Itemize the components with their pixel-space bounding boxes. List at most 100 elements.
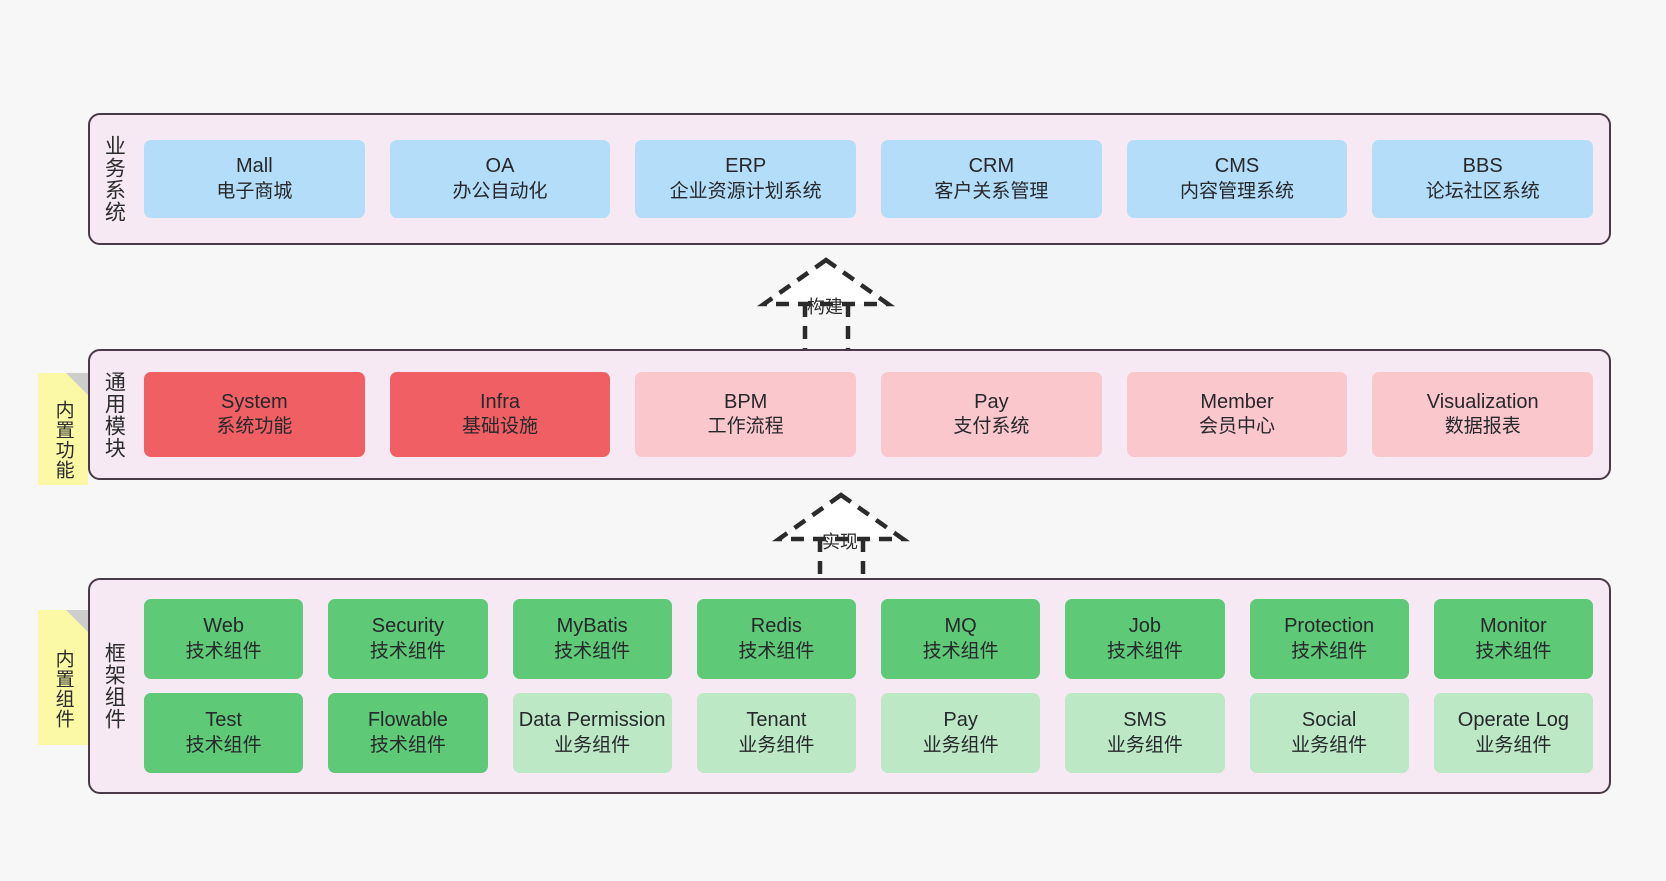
box-title-en: OA	[485, 155, 515, 178]
box-title-en: SMS	[1123, 709, 1167, 732]
box-title-cn: 支付系统	[953, 416, 1030, 438]
box-title-cn: 技术组件	[185, 640, 262, 662]
box-pay-module[interactable]: Pay 支付系统	[881, 372, 1102, 457]
note-fold-corner-icon	[66, 610, 88, 632]
box-title-en: System	[220, 390, 288, 413]
box-flowable[interactable]: Flowable 技术组件	[328, 693, 488, 773]
box-system[interactable]: System 系统功能	[144, 372, 365, 457]
layer-row: Test 技术组件 Flowable 技术组件 Data Permission …	[144, 693, 1593, 773]
box-title-en: Tenant	[746, 709, 807, 732]
box-bbs[interactable]: BBS 论坛社区系统	[1372, 140, 1594, 218]
box-visualization[interactable]: Visualization 数据报表	[1372, 372, 1594, 457]
box-title-en: CMS	[1214, 155, 1260, 178]
box-redis[interactable]: Redis 技术组件	[696, 599, 856, 679]
note-label: 内置功能	[52, 400, 74, 480]
box-tenant[interactable]: Tenant 业务组件	[696, 693, 856, 773]
box-title-en: Pay	[943, 709, 978, 732]
box-title-en: Test	[205, 709, 242, 732]
box-title-en: Infra	[479, 390, 521, 413]
box-sms[interactable]: SMS 业务组件	[1065, 693, 1225, 773]
box-operate-log[interactable]: Operate Log 业务组件	[1433, 693, 1593, 773]
box-protection[interactable]: Protection 技术组件	[1249, 599, 1409, 679]
box-title-cn: 电子商城	[216, 180, 293, 202]
box-data-permission[interactable]: Data Permission 业务组件	[512, 693, 672, 773]
box-title-cn: 数据报表	[1444, 416, 1521, 438]
layer-row: Mall 电子商城 OA 办公自动化 ERP 企业资源计划系统 CRM 客户关系…	[144, 140, 1594, 218]
box-title-en: Mall	[236, 155, 273, 178]
layer-business-systems: 业务系统 Mall 电子商城 OA 办公自动化 ERP 企业资源计划系统 CRM…	[88, 113, 1611, 245]
box-title-cn: 技术组件	[369, 640, 446, 662]
box-title-cn: 办公自动化	[452, 180, 548, 202]
box-title-en: Protection	[1284, 615, 1375, 638]
box-oa[interactable]: OA 办公自动化	[389, 140, 611, 218]
box-test[interactable]: Test 技术组件	[144, 693, 304, 773]
box-title-cn: 客户关系管理	[934, 180, 1049, 202]
layer-title-business: 业务系统	[102, 135, 126, 223]
box-mybatis[interactable]: MyBatis 技术组件	[512, 599, 672, 679]
box-title-cn: 技术组件	[369, 734, 446, 756]
box-title-en: Monitor	[1480, 615, 1547, 638]
box-title-cn: 技术组件	[738, 640, 815, 662]
box-bpm[interactable]: BPM 工作流程	[635, 372, 857, 457]
box-title-en: Social	[1301, 709, 1357, 732]
box-cms[interactable]: CMS 内容管理系统	[1126, 140, 1348, 218]
box-title-en: Operate Log	[1457, 709, 1569, 732]
note-builtin-component: 内置组件	[38, 610, 88, 745]
box-monitor[interactable]: Monitor 技术组件	[1433, 599, 1593, 679]
connector-build: 构建	[745, 252, 915, 358]
box-title-en: CRM	[968, 155, 1015, 178]
box-crm[interactable]: CRM 客户关系管理	[881, 140, 1102, 218]
box-title-cn: 技术组件	[922, 640, 999, 662]
box-social[interactable]: Social 业务组件	[1249, 693, 1409, 773]
box-title-cn: 技术组件	[554, 640, 631, 662]
note-builtin-feature: 内置功能	[38, 373, 88, 485]
box-title-cn: 业务组件	[554, 734, 631, 756]
layer-title-framework: 框架组件	[102, 642, 126, 730]
layer-row: Web 技术组件 Security 技术组件 MyBatis 技术组件 Redi…	[144, 599, 1593, 679]
layer-common-modules: 通用模块 System 系统功能 Infra 基础设施 BPM 工作流程 Pay…	[88, 349, 1611, 480]
box-title-cn: 论坛社区系统	[1425, 180, 1540, 202]
box-title-en: Flowable	[367, 709, 448, 732]
box-mall[interactable]: Mall 电子商城	[144, 140, 365, 218]
box-title-en: Member	[1200, 390, 1274, 413]
connector-implement-label: 实现	[822, 532, 858, 552]
box-title-cn: 技术组件	[1106, 640, 1183, 662]
box-web[interactable]: Web 技术组件	[144, 599, 304, 679]
connector-implement: 实现	[760, 487, 930, 593]
box-title-cn: 技术组件	[1291, 640, 1368, 662]
box-member[interactable]: Member 会员中心	[1126, 372, 1348, 457]
box-security[interactable]: Security 技术组件	[328, 599, 488, 679]
layer-body-framework: Web 技术组件 Security 技术组件 MyBatis 技术组件 Redi…	[136, 580, 1609, 792]
box-title-cn: 企业资源计划系统	[669, 180, 822, 202]
box-title-en: MyBatis	[556, 615, 628, 638]
box-title-en: Job	[1128, 615, 1161, 638]
note-fold-corner-icon	[66, 373, 88, 395]
box-title-en: MQ	[944, 615, 977, 638]
box-title-en: Web	[203, 615, 244, 638]
box-title-en: BPM	[724, 390, 768, 413]
box-pay-component[interactable]: Pay 业务组件	[881, 693, 1041, 773]
box-title-en: Redis	[750, 615, 802, 638]
layer-framework-components: 框架组件 Web 技术组件 Security 技术组件 MyBatis 技术组件…	[88, 578, 1611, 794]
box-title-cn: 会员中心	[1199, 416, 1276, 438]
box-infra[interactable]: Infra 基础设施	[389, 372, 611, 457]
connector-build-label: 构建	[807, 297, 843, 317]
box-title-cn: 技术组件	[185, 734, 262, 756]
note-label: 内置组件	[52, 648, 74, 729]
box-title-cn: 技术组件	[1475, 640, 1552, 662]
box-job[interactable]: Job 技术组件	[1065, 599, 1225, 679]
box-title-cn: 业务组件	[922, 734, 999, 756]
box-title-cn: 业务组件	[1291, 734, 1368, 756]
box-mq[interactable]: MQ 技术组件	[881, 599, 1041, 679]
box-erp[interactable]: ERP 企业资源计划系统	[635, 140, 857, 218]
layer-body-common: System 系统功能 Infra 基础设施 BPM 工作流程 Pay 支付系统…	[136, 351, 1609, 478]
layer-body-business: Mall 电子商城 OA 办公自动化 ERP 企业资源计划系统 CRM 客户关系…	[136, 115, 1609, 243]
box-title-cn: 工作流程	[707, 416, 784, 438]
box-title-en: BBS	[1462, 155, 1503, 178]
box-title-cn: 内容管理系统	[1180, 180, 1295, 202]
layer-title-common: 通用模块	[102, 370, 126, 459]
box-title-cn: 业务组件	[738, 734, 815, 756]
box-title-cn: 基础设施	[462, 416, 539, 438]
box-title-cn: 业务组件	[1106, 734, 1183, 756]
